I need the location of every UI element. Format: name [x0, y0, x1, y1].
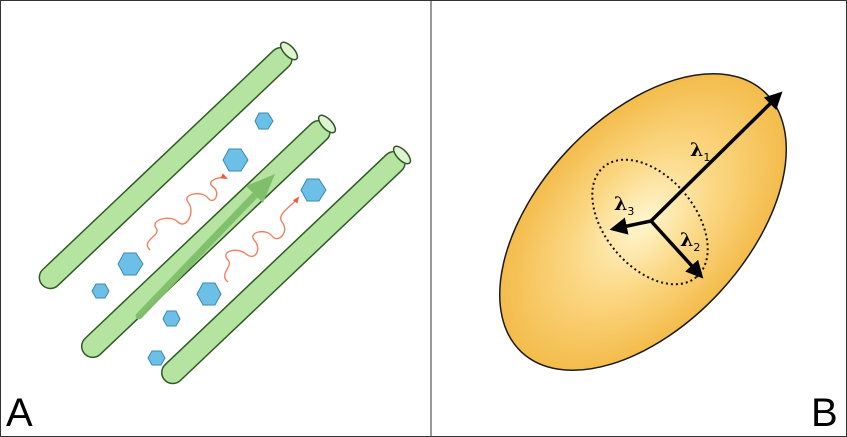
- hexagon-icon: [118, 253, 143, 275]
- panel-a-label: A: [6, 393, 33, 433]
- eigenvalue-label-1: λ1: [690, 141, 710, 163]
- panel-b-label: B: [811, 393, 838, 433]
- fiber-1: [35, 40, 300, 293]
- hexagon-icon: [163, 311, 180, 326]
- panel-a: [35, 40, 413, 388]
- hexagon-icon: [92, 284, 109, 298]
- eigenvalue-label-2: λ2: [680, 231, 700, 253]
- hexagon-icon: [223, 149, 248, 171]
- panel-b: [446, 21, 841, 423]
- hexagon-icon: [148, 351, 165, 365]
- hexagon-icon: [301, 179, 326, 201]
- fiber-3: [157, 144, 413, 388]
- hexagon-icon: [255, 113, 273, 129]
- hexagon-icon: [197, 283, 221, 305]
- eigenvalue-label-3: λ3: [614, 195, 634, 217]
